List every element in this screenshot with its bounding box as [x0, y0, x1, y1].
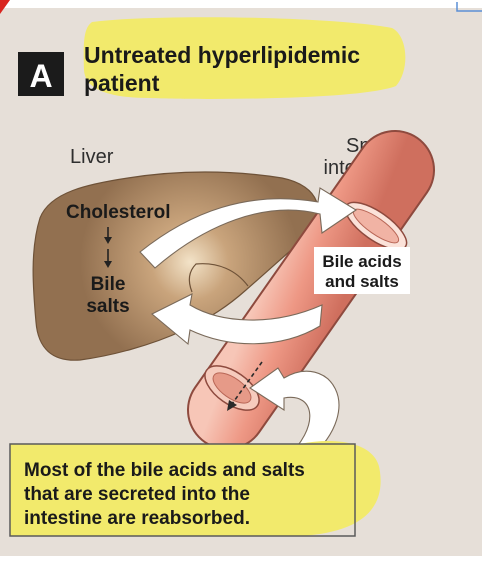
caption-line-1: Most of the bile acids and salts — [24, 460, 305, 481]
panel-title-line-1: Untreated hyperlipidemic — [84, 42, 360, 68]
caption-line-2: that are secreted into the — [24, 484, 250, 505]
bile-salts-label-line-1: Bile — [91, 274, 126, 295]
bile-acids-label-line-2: and salts — [325, 272, 399, 291]
bile-acids-label-line-1: Bile acids — [322, 252, 401, 271]
liver-label: Liver — [70, 146, 114, 168]
panel-letter: A — [29, 58, 52, 94]
panel-title-line-2: patient — [84, 70, 160, 96]
caption-line-3: intestine are reabsorbed. — [24, 508, 250, 529]
bile-salts-label-line-2: salts — [86, 296, 129, 317]
cholesterol-label: Cholesterol — [66, 202, 171, 223]
